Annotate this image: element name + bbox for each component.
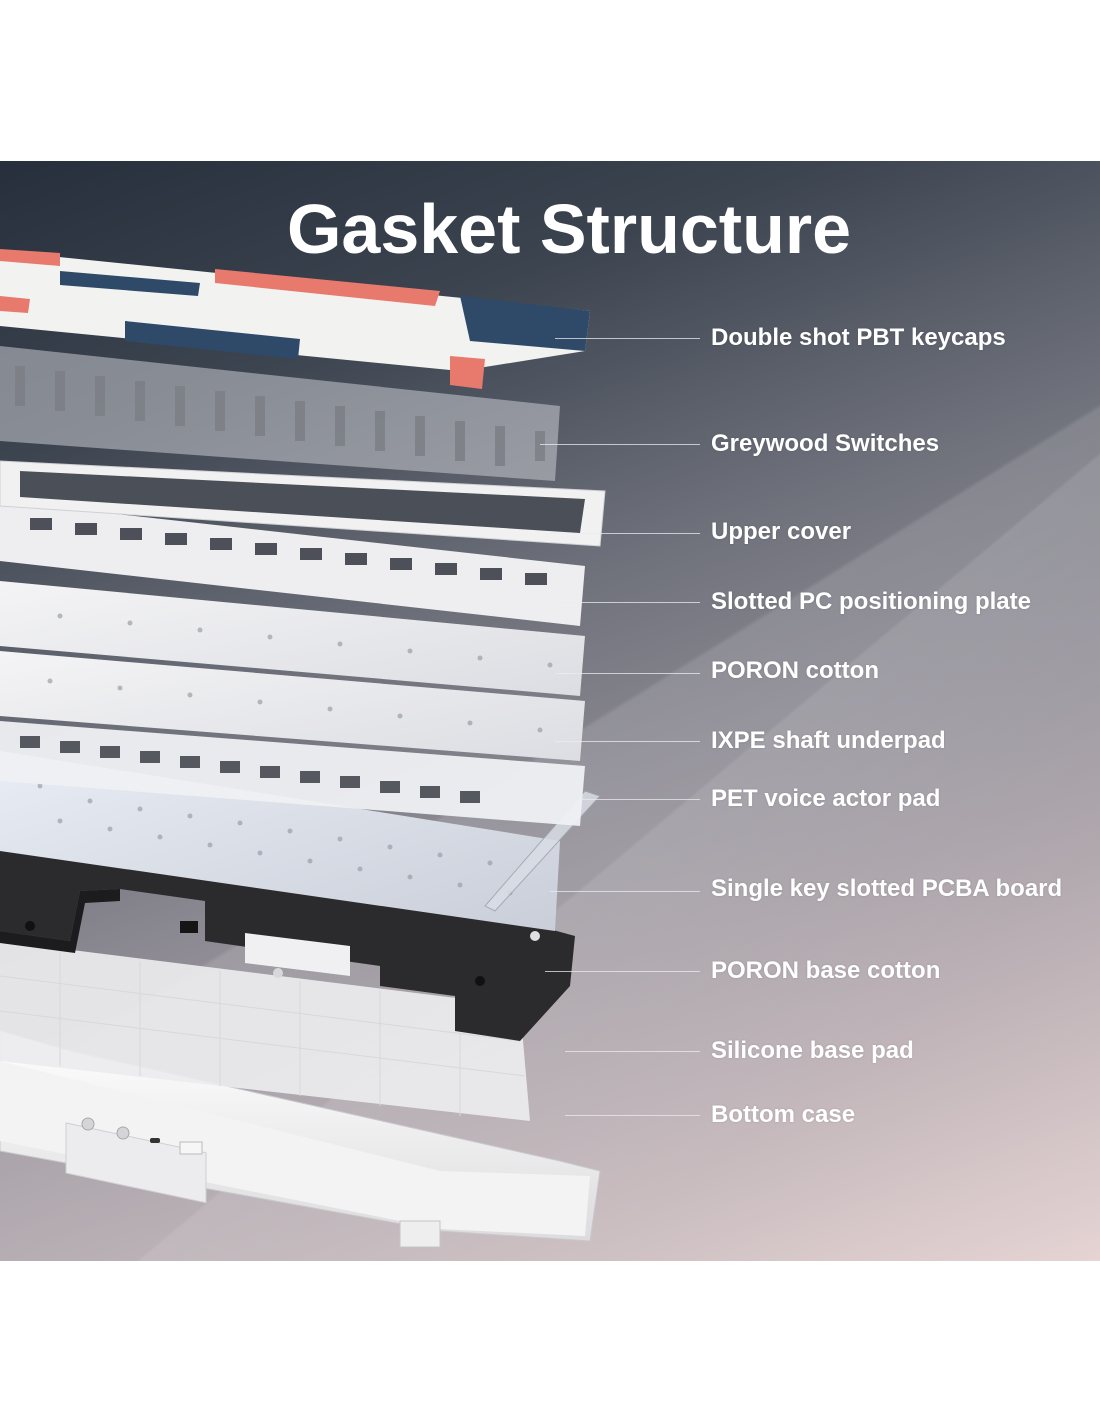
leader-line-keycaps xyxy=(555,338,700,339)
exploded-keyboard-illustration xyxy=(0,249,606,1248)
leader-line-switches xyxy=(540,444,700,445)
label-pc-plate: Slotted PC positioning plate xyxy=(711,588,1031,615)
layer-silicone-base-pad xyxy=(0,941,530,1121)
label-switches: Greywood Switches xyxy=(711,430,940,457)
label-pet-pad: PET voice actor pad xyxy=(711,785,941,812)
label-bottom-case: Bottom case xyxy=(711,1101,856,1128)
layer-upper-cover xyxy=(0,460,606,547)
layer-poron-base-cotton xyxy=(0,841,575,1041)
pcba-holes xyxy=(37,783,513,896)
page-title: Gasket Structure xyxy=(286,190,852,268)
layer-ixpe-underpad xyxy=(0,651,585,761)
label-upper-cover: Upper cover xyxy=(711,518,852,545)
layer-switches xyxy=(0,346,560,481)
layer-keycaps xyxy=(0,249,590,389)
leader-line-upper-cover xyxy=(550,533,700,534)
leader-line-poron-cotton xyxy=(555,673,700,674)
leader-line-pcba xyxy=(550,891,700,892)
layer-bottom-case xyxy=(0,1030,601,1248)
pc-plate-slots xyxy=(30,518,547,585)
layer-poron-cotton xyxy=(0,581,585,696)
label-ixpe-underpad: IXPE shaft underpad xyxy=(711,727,946,754)
leader-line-bottom-case xyxy=(565,1115,700,1116)
label-pcba-board: Single key slotted PCBA board xyxy=(711,875,1063,902)
layer-pc-plate xyxy=(0,501,585,626)
pet-pad-slots xyxy=(20,736,480,803)
product-diagram-panel: Gasket Structure Double shot PBT keycaps… xyxy=(0,161,1100,1261)
label-keycaps: Double shot PBT keycaps xyxy=(711,324,1006,351)
label-poron-base-cotton: PORON base cotton xyxy=(711,957,941,984)
label-silicone-base-pad: Silicone base pad xyxy=(711,1037,914,1064)
leader-line-pet xyxy=(555,799,700,800)
leader-line-pc-plate xyxy=(555,602,700,603)
label-poron-cotton: PORON cotton xyxy=(711,657,879,684)
leader-line-poron-base xyxy=(545,971,700,972)
leader-line-silicone xyxy=(565,1051,700,1052)
layer-pet-pad xyxy=(0,721,585,826)
leader-line-ixpe xyxy=(555,741,700,742)
